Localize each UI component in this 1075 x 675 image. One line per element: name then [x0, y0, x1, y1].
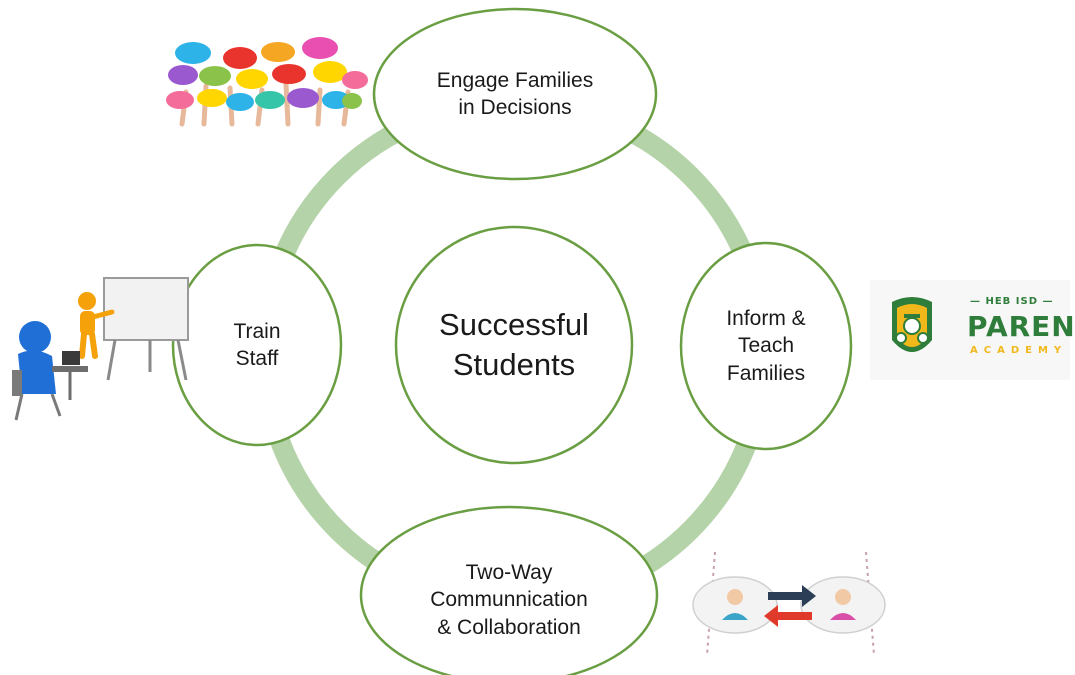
communication-icon: [692, 551, 886, 656]
node-engage-ellipse: [372, 7, 658, 181]
center-circle: [394, 225, 634, 465]
presenter-icon: [12, 277, 189, 421]
node-engage-label: Engage Families in Decisions: [436, 68, 594, 119]
logo-top-line: — HEB ISD —: [970, 296, 1054, 307]
logo-main-text: PARENT: [967, 310, 1075, 343]
speech-bubbles-image: [165, 37, 368, 127]
center-label: Successful Students: [439, 306, 589, 382]
node-communication-label: Two-Way Communnication & Collaboration: [430, 561, 588, 639]
node-train-ellipse: [171, 243, 343, 447]
node-train-label: Train Staff: [233, 319, 281, 370]
node-inform-label: Inform & Teach Families: [726, 307, 806, 385]
parent-academy-logo: [870, 280, 1070, 380]
logo-sub-text: ACADEMY: [970, 345, 1068, 356]
node-communication-ellipse: [359, 505, 659, 675]
node-inform-ellipse: [679, 241, 853, 451]
